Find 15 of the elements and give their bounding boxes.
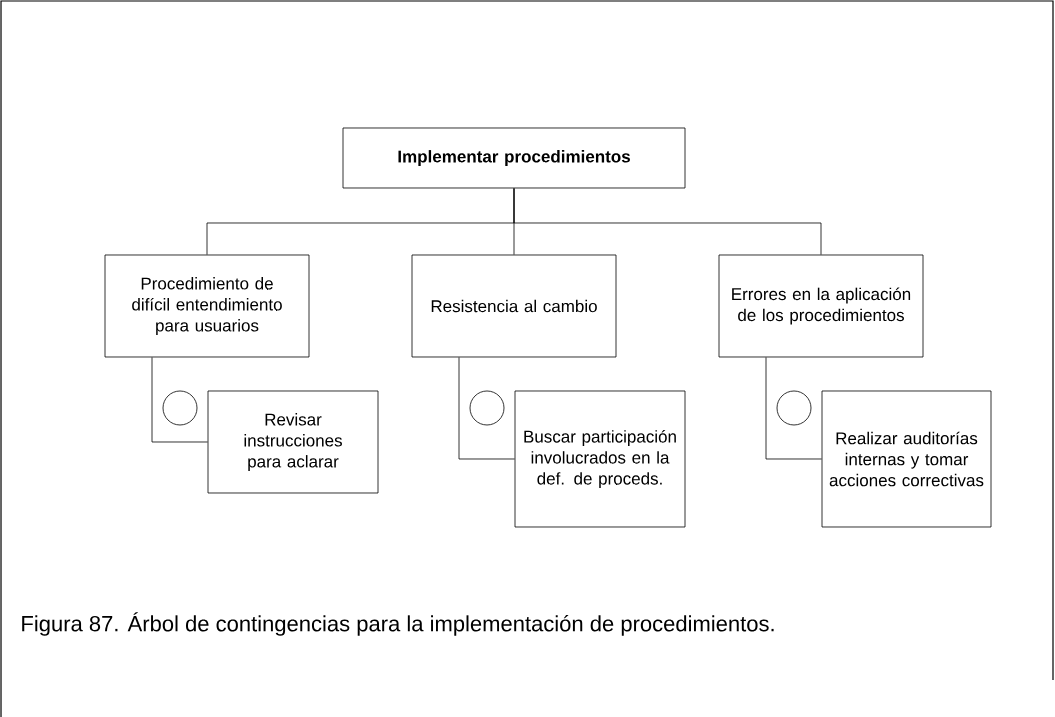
connector-line <box>513 188 822 255</box>
empty-circle <box>162 390 198 426</box>
connector-line <box>151 357 208 443</box>
empty-circle <box>776 390 812 426</box>
connector-line <box>458 357 515 460</box>
process-box: Resistencia al cambio <box>411 254 617 358</box>
process-box: Buscar participación involucrados en la def. de proceds. <box>514 390 686 528</box>
process-box: Implementar procedimientos <box>342 127 686 189</box>
figure-caption: Figura 87. Árbol de contingencias para la implementación de procedimientos. <box>22 612 774 636</box>
connector-line <box>765 357 822 460</box>
empty-circle <box>469 390 505 426</box>
process-box: Revisar instrucciones para aclarar <box>207 390 379 494</box>
process-box: Realizar auditorías internas y tomar acciones correctivas <box>821 390 992 528</box>
process-box: Errores en la aplicación de los procedimientos <box>718 254 924 358</box>
process-box: Procedimiento de difícil entendimiento para usuarios <box>104 254 310 358</box>
